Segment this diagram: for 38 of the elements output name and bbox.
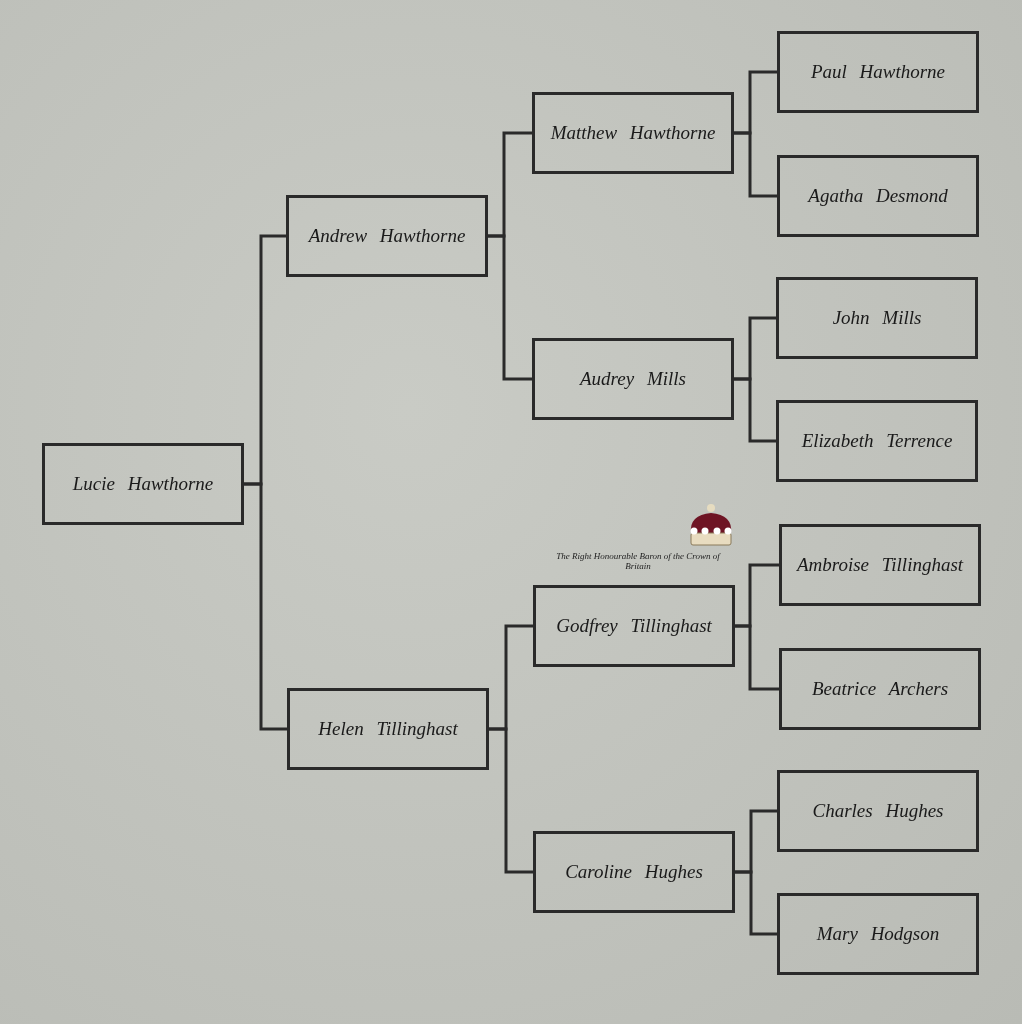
connector-line <box>244 482 287 731</box>
person-box <box>42 443 244 525</box>
person-name: Mary Hodgson <box>815 923 941 945</box>
person-name: Ambroise Tillinghast <box>795 554 965 576</box>
connector-line <box>489 727 533 874</box>
person-box <box>776 277 978 359</box>
person-box <box>777 893 979 975</box>
person-box <box>287 688 489 770</box>
person-name: Agatha Desmond <box>806 185 949 207</box>
person-name: Helen Tillinghast <box>317 718 459 740</box>
person-box <box>532 338 734 420</box>
person-name: Audrey Mills <box>578 368 687 390</box>
person-name: Charles Hughes <box>811 800 945 822</box>
person-name: Caroline Hughes <box>564 861 704 883</box>
person-name: Lucie Hawthorne <box>71 473 215 495</box>
person-box <box>779 648 981 730</box>
person-box <box>777 31 979 113</box>
person-name: Beatrice Archers <box>810 678 950 700</box>
connector-line <box>488 234 532 381</box>
person-box <box>533 585 735 667</box>
person-box <box>779 524 981 606</box>
connector-line <box>734 377 776 443</box>
person-box <box>532 92 734 174</box>
connector-line <box>734 131 777 198</box>
person-name: Matthew Hawthorne <box>549 122 717 144</box>
connector-line <box>735 870 777 936</box>
connector-line <box>735 624 779 691</box>
person-name: Godfrey Tillinghast <box>555 615 713 637</box>
person-name: Paul Hawthorne <box>809 61 947 83</box>
title-caption: The Right Honourable Baron of the Crown of Britain <box>555 551 722 571</box>
person-box <box>533 831 735 913</box>
person-box <box>777 770 979 852</box>
person-name: Elizabeth Terrence <box>800 430 954 452</box>
person-box <box>777 155 979 237</box>
person-box <box>776 400 978 482</box>
person-name: John Mills <box>831 307 923 329</box>
person-name: Andrew Hawthorne <box>307 225 467 247</box>
person-box <box>286 195 488 277</box>
